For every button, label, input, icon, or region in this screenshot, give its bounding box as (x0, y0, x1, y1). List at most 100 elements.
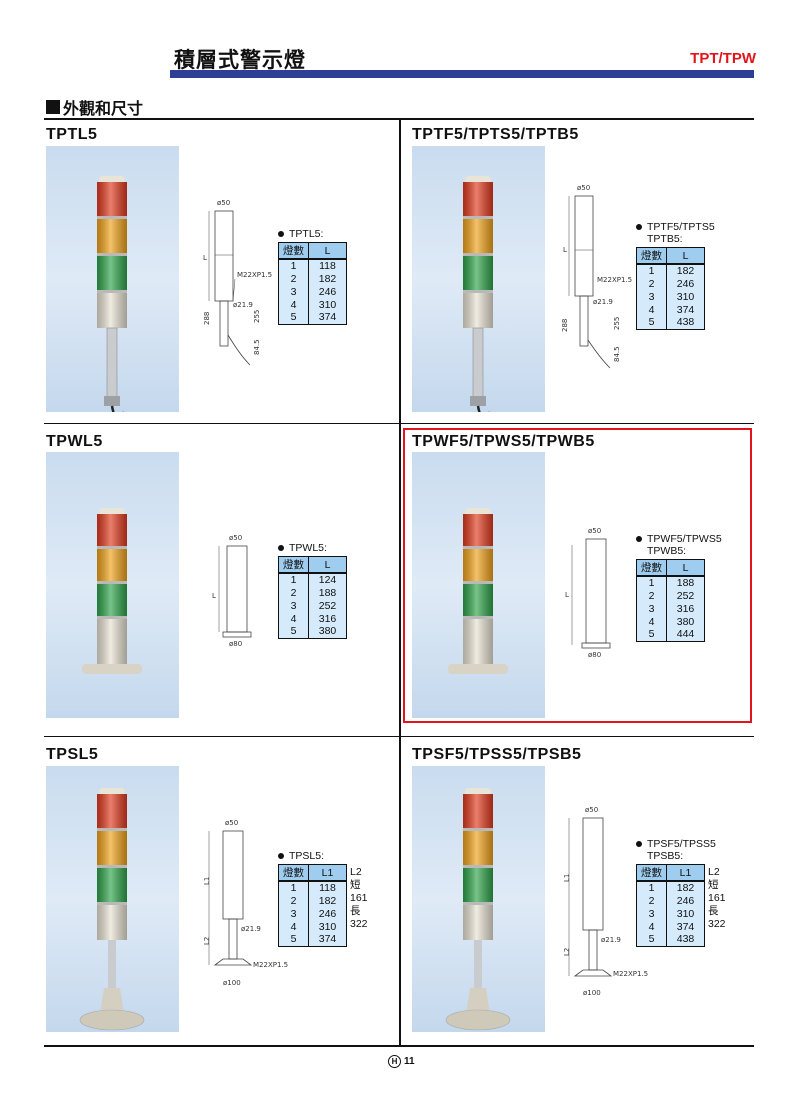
separator-ring (97, 616, 127, 619)
green-lens-shade (463, 868, 493, 902)
col-header: 燈數 (278, 556, 309, 574)
header-bar (170, 70, 754, 78)
l2-text: 短161 (350, 879, 368, 904)
dim-b-label: 255 (253, 310, 261, 323)
dim-c-label: 84.5 (613, 346, 621, 362)
table-cell: 3 (278, 599, 309, 612)
len-label: L (203, 254, 207, 262)
separator-ring (97, 865, 127, 868)
spec-label: TPWB5: (647, 545, 687, 557)
table-cell: 374 (308, 311, 347, 325)
table-cell: 124 (308, 573, 347, 586)
table-cell: 438 (666, 316, 705, 330)
table-cell: 3 (636, 602, 667, 615)
table-cell: 2 (636, 894, 667, 907)
flat-base (448, 664, 508, 674)
section-heading: 外觀和尺寸 (46, 95, 143, 119)
tower-body-shade (97, 293, 127, 328)
table-cell: 316 (666, 602, 705, 615)
dimension-drawing: ø50 L1 ø21.9 L2 M22XP1.5 ø100 (195, 815, 310, 990)
product-photo (412, 452, 545, 718)
separator-ring (463, 546, 493, 549)
table-cell: 188 (308, 586, 347, 599)
table-cell: 246 (666, 894, 705, 907)
section-title: 外觀和尺寸 (63, 99, 144, 118)
page-title: 積層式警示燈 (174, 48, 306, 72)
col-header: L (308, 242, 347, 260)
col-header: L (666, 247, 705, 265)
table-cell: 310 (666, 907, 705, 920)
spec-label: TPSF5/TPSS5 (647, 838, 716, 850)
table-cell: 310 (308, 920, 347, 933)
dimension-drawing: ø50 L M22XP1.5 ø21.9 288 255 84.5 (195, 195, 285, 375)
separator-ring (463, 253, 493, 256)
separator-ring (97, 253, 127, 256)
dia-base-label: ø100 (223, 979, 241, 987)
dia-top-label: ø50 (577, 184, 590, 192)
table-cell: 5 (636, 933, 667, 947)
table-cell: 182 (666, 881, 705, 894)
thread-label: M22XP1.5 (613, 970, 648, 978)
table-cell: 374 (666, 303, 705, 316)
separator-ring (97, 581, 127, 584)
green-lens-shade (97, 256, 127, 290)
table-cell: 246 (308, 285, 347, 298)
cable (476, 405, 490, 412)
l2-text: 短161 (708, 879, 726, 904)
table-cell: 182 (308, 272, 347, 285)
separator-ring (463, 216, 493, 219)
separator-ring (97, 216, 127, 219)
dia-mid-label: ø21.9 (233, 301, 253, 309)
mount-pole (106, 327, 118, 399)
table-cell: 118 (308, 881, 347, 894)
dia-mid-label: ø21.9 (241, 925, 261, 933)
signal-tower-image (448, 508, 508, 674)
red-lens-shade (97, 794, 127, 828)
separator-ring (463, 902, 493, 905)
bullet-dot-icon (636, 841, 642, 847)
table-cell: 3 (636, 290, 667, 303)
bullet-dot-icon (278, 545, 284, 551)
l2-text: L2 (350, 866, 362, 878)
separator-ring (463, 616, 493, 619)
tower-body-shade (97, 619, 127, 664)
col-header: 燈數 (278, 242, 309, 260)
len1-label: L1 (563, 874, 571, 882)
product-photo (412, 766, 545, 1032)
tower-body-shade (463, 293, 493, 328)
len-label: L (565, 591, 569, 599)
stand-base (445, 1009, 511, 1031)
amber-lens-shade (97, 831, 127, 865)
mount-pole (474, 940, 482, 988)
spec-label: TPTF5/TPTS5 (647, 221, 715, 233)
green-lens-shade (97, 868, 127, 902)
red-lens-shade (463, 794, 493, 828)
red-lens-shade (97, 182, 127, 216)
cable (110, 405, 124, 412)
thread-label: M22XP1.5 (237, 271, 272, 279)
signal-tower-image (463, 176, 493, 412)
red-lens-shade (97, 514, 127, 546)
dia-top-label: ø50 (588, 527, 601, 535)
tower-body-shade (463, 905, 493, 940)
table-cell: 118 (308, 259, 347, 272)
table-cell: 4 (636, 920, 667, 933)
dimension-drawing: ø50 L1 ø21.9 L2 M22XP1.5 ø100 (555, 802, 670, 1002)
col-header: 燈數 (636, 247, 667, 265)
table-cell: 5 (278, 933, 309, 947)
table-cell: 1 (636, 264, 667, 277)
mount-pole (472, 327, 484, 399)
